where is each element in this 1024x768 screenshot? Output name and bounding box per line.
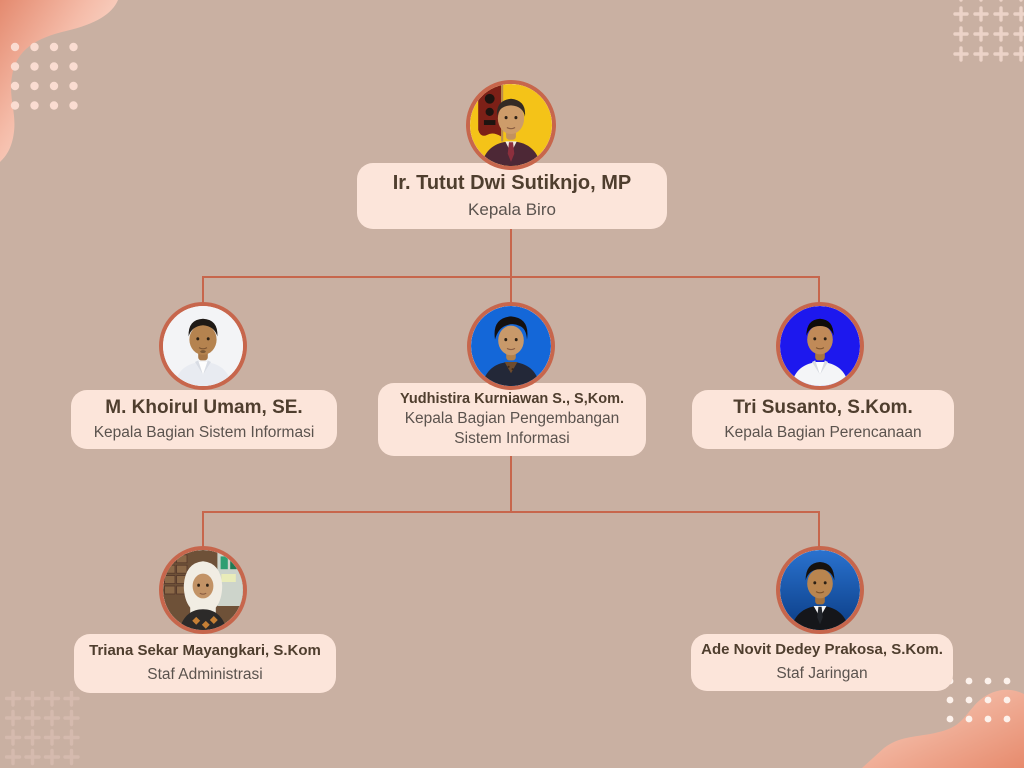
member-title: Kepala Bagian Sistem Informasi: [93, 423, 315, 441]
member-name: Triana Sekar Mayangkari, S.Kom: [89, 641, 321, 659]
member-title: Kepala Bagian Perencanaan: [724, 423, 922, 441]
member-title: Kepala Bagian Pengembangan Sistem Inform…: [404, 409, 620, 448]
org-node-staf-jaringan: Ade Novit Dedey Prakosa, S.Kom. Staf Jar…: [691, 634, 953, 691]
member-title: Staf Jaringan: [776, 665, 868, 683]
avatar-kabag-pengembangan: [467, 302, 555, 390]
corner-blob-bottom-right-icon: [862, 689, 1024, 768]
member-name: Tri Susanto, S.Kom.: [733, 397, 913, 419]
org-node-kepala-biro: Ir. Tutut Dwi Sutiknjo, MP Kepala Biro: [357, 163, 667, 229]
avatar-staf-jaringan: [776, 546, 864, 634]
connector-level2-bar: [202, 276, 820, 278]
plus-grid-top-right-icon: [953, 0, 1024, 62]
org-node-staf-administrasi: Triana Sekar Mayangkari, S.Kom Staf Admi…: [74, 634, 336, 693]
avatar-kepala-biro: [466, 80, 556, 170]
connector-level2-right-stub: [818, 276, 820, 304]
member-name: Ade Novit Dedey Prakosa, S.Kom.: [701, 640, 943, 658]
connector-level2-left-stub: [202, 276, 204, 304]
connector-root-stem: [510, 228, 512, 303]
member-name: Ir. Tutut Dwi Sutiknjo, MP: [392, 171, 632, 194]
org-node-kabag-perencanaan: Tri Susanto, S.Kom. Kepala Bagian Perenc…: [692, 390, 954, 449]
connector-mid-stem: [510, 456, 512, 513]
dots-grid-bottom-right-icon: [946, 677, 1011, 723]
avatar-staf-administrasi: [159, 546, 247, 634]
member-title: Staf Administrasi: [147, 666, 263, 684]
member-name: M. Khoirul Umam, SE.: [105, 397, 303, 419]
org-node-kabag-sistem-informasi: M. Khoirul Umam, SE. Kepala Bagian Siste…: [71, 390, 337, 449]
connector-level3-left-stub: [202, 511, 204, 548]
connector-level3-bar: [202, 511, 820, 513]
plus-grid-bottom-left-icon: [5, 691, 80, 766]
avatar-kabag-sistem-informasi: [159, 302, 247, 390]
avatar-kabag-perencanaan: [776, 302, 864, 390]
corner-blob-top-left-icon: [0, 0, 118, 162]
dots-grid-top-left-icon: [10, 42, 78, 110]
connector-level3-right-stub: [818, 511, 820, 548]
member-name: Yudhistira Kurniawan S., S,Kom.: [400, 390, 624, 407]
org-node-kabag-pengembangan: Yudhistira Kurniawan S., S,Kom. Kepala B…: [378, 383, 646, 456]
member-title: Kepala Biro: [468, 199, 556, 219]
